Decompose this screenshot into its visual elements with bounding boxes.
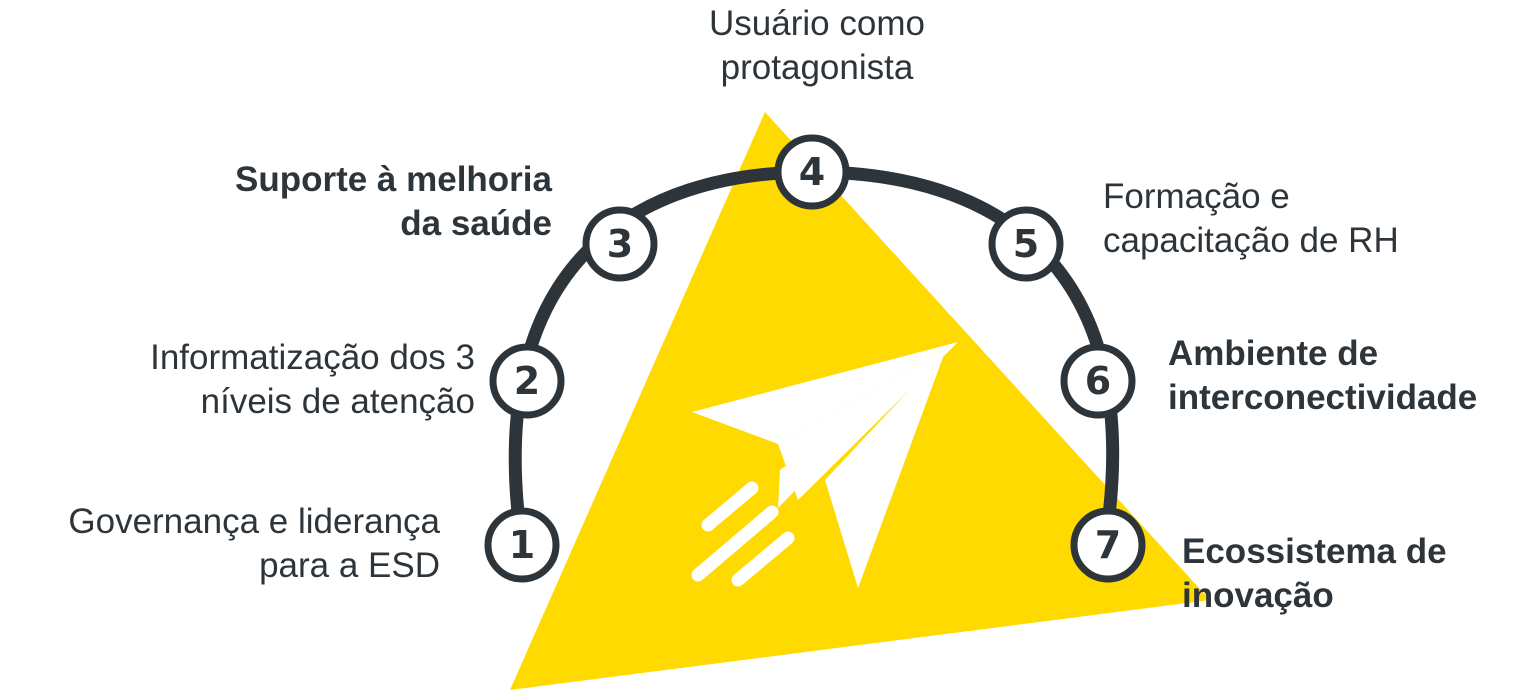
step-circle-3 (582, 206, 658, 282)
step-label-line2: da saúde (400, 204, 552, 243)
step-label-line2: interconectividade (1168, 378, 1478, 417)
step-circle-2 (489, 343, 565, 419)
step-marker-3: 3 (582, 206, 658, 282)
step-marker-5: 5 (988, 206, 1064, 282)
step-number-6: 6 (1085, 359, 1111, 403)
step-label-line1: Informatização dos 3 (150, 338, 475, 377)
step-number-3: 3 (607, 222, 633, 266)
step-label-2: Informatização dos 3 níveis de atenção (0, 336, 475, 424)
step-number-4: 4 (799, 150, 825, 194)
step-number-2: 2 (514, 359, 540, 403)
step-label-line1: Governança e liderança (68, 502, 440, 541)
step-label-line2: protagonista (720, 48, 914, 87)
step-number-7: 7 (1095, 523, 1121, 567)
step-label-3: Suporte à melhoria da saúde (0, 158, 552, 246)
step-label-4: Usuário como protagonista (617, 2, 1017, 90)
step-circle-6 (1060, 343, 1136, 419)
step-label-line2: níveis de atenção (200, 382, 475, 421)
paper-plane-icon (691, 342, 958, 588)
step-label-line1: Ecossistema de (1182, 532, 1447, 571)
step-circle-7 (1070, 507, 1146, 583)
step-label-line2: capacitação de RH (1103, 221, 1399, 260)
step-label-6: Ambiente de interconectividade (1168, 332, 1537, 420)
step-marker-2: 2 (489, 343, 565, 419)
step-marker-6: 6 (1060, 343, 1136, 419)
step-label-line1: Usuário como (709, 4, 925, 43)
step-label-line1: Ambiente de (1168, 334, 1379, 373)
step-circle-4 (774, 134, 850, 210)
step-marker-1: 1 (484, 507, 560, 583)
step-label-line1: Suporte à melhoria (234, 160, 552, 199)
step-label-1: Governança e liderança para a ESD (0, 500, 440, 588)
step-markers: 1 2 3 4 5 6 7 (484, 134, 1146, 583)
step-label-5: Formação e capacitação de RH (1103, 175, 1523, 263)
step-label-line2: para a ESD (259, 546, 440, 585)
step-marker-4: 4 (774, 134, 850, 210)
step-circle-1 (484, 507, 560, 583)
step-label-7: Ecossistema de inovação (1182, 530, 1522, 618)
step-label-line1: Formação e (1103, 177, 1290, 216)
step-circle-5 (988, 206, 1064, 282)
step-marker-7: 7 (1070, 507, 1146, 583)
step-number-1: 1 (509, 523, 535, 567)
step-label-line2: inovação (1182, 576, 1334, 615)
step-number-5: 5 (1013, 222, 1039, 266)
